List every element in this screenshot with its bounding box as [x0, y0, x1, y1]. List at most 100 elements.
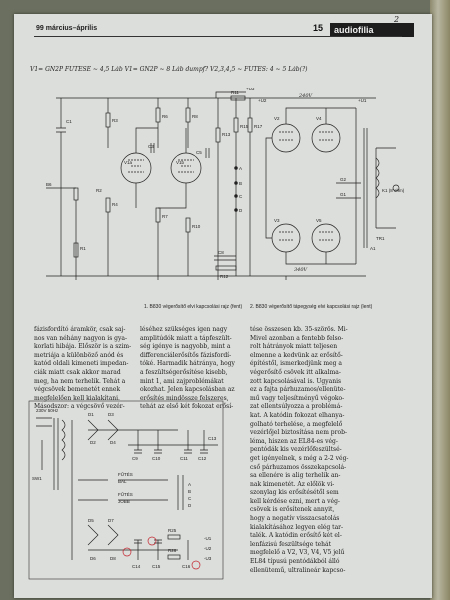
col3-line: zott kapcsolásával is. Ugyanis [250, 377, 342, 385]
col3-line: tése összesen kb. 35-szörös. Mi- [250, 326, 348, 333]
svg-text:C12: C12 [198, 456, 207, 461]
svg-text:SW1: SW1 [32, 476, 42, 481]
svg-text:R12: R12 [220, 274, 229, 279]
col3-line: ellenütemű, ultralineár kapcso- [250, 566, 346, 574]
col3-line: rolt hátrányok miatt teljesen [250, 343, 338, 351]
svg-text:V5: V5 [316, 218, 322, 223]
col3-line: EL84 típusú pentódákból álló [250, 558, 340, 566]
svg-text:B6: B6 [46, 182, 52, 187]
header-issue-date: 99 március–április [36, 25, 98, 32]
caption-2: 2. B830 végerősítő tápegység elvi kapcso… [250, 304, 373, 310]
col3-line: Mivel azonban a fentebb felso- [250, 334, 344, 342]
svg-text:D3: D3 [108, 412, 114, 417]
svg-text:C9: C9 [132, 456, 138, 461]
col3-line: csövek is erősítenek annyit, [250, 506, 335, 514]
col3-line: vezérlőjel biztosítása nem prob- [250, 429, 347, 437]
col2-line: amplitúdók miatt a tápfeszült- [140, 334, 232, 342]
power-supply-schematic: 230V 50Hz SW1 D1 D3 D2 D4 C9 C10 C11 C12… [28, 400, 224, 580]
svg-text:V1b: V1b [176, 160, 185, 165]
svg-text:D: D [239, 208, 243, 213]
text-column-3: tése összesen kb. 35-szörös. Mi- Mivel a… [250, 326, 360, 575]
col2-line: tóké. Harmadik hátránya, hogy [140, 360, 235, 368]
svg-text:R26: R26 [168, 548, 177, 553]
svg-text:-U2: -U2 [204, 546, 212, 551]
col3-line: megfelelő a V2, V3, V4, V5 jelű [250, 549, 345, 557]
svg-text:G2: G2 [340, 177, 347, 182]
svg-text:230V 50Hz: 230V 50Hz [36, 408, 59, 413]
col2-line: léséhez szükséges igen nagy [140, 326, 228, 333]
svg-text:C14: C14 [132, 564, 141, 569]
svg-text:C1: C1 [66, 119, 72, 124]
col1-line: végcsövek bemenetét ennek [34, 386, 121, 394]
col3-line: elmenne a kedvünk az erősítő- [250, 351, 343, 359]
svg-text:C13: C13 [208, 436, 217, 441]
desk-background-edge [430, 0, 450, 600]
svg-text:C: C [188, 496, 192, 501]
col1-line: ciák miatt csak akkor marad [34, 368, 121, 376]
col2-line: erősítés mindössze felszeres, [140, 394, 229, 402]
svg-text:B: B [239, 181, 242, 186]
svg-text:B: B [188, 489, 191, 494]
svg-text:+U2: +U2 [258, 98, 267, 103]
svg-text:G1: G1 [340, 192, 347, 197]
corner-note: 2 [394, 15, 400, 24]
svg-text:V2: V2 [274, 116, 280, 121]
page-number: 15 [313, 23, 324, 33]
svg-text:FŰTÉS: FŰTÉS [118, 471, 133, 477]
col2-line: mint 1, ami zajproblémákat [140, 377, 224, 385]
svg-text:C3: C3 [148, 144, 154, 149]
svg-text:V3: V3 [274, 218, 280, 223]
svg-text:-U1: -U1 [204, 536, 212, 541]
svg-text:TR1: TR1 [376, 236, 385, 241]
svg-text:BAL: BAL [118, 479, 127, 484]
svg-text:R8: R8 [192, 114, 198, 119]
svg-text:R13: R13 [222, 132, 231, 137]
svg-text:R6: R6 [162, 114, 168, 119]
col3-line: lenfázisú feszültsége tehát [250, 540, 332, 548]
svg-text:C15: C15 [152, 564, 161, 569]
svg-text:C11: C11 [180, 456, 188, 461]
magazine-brand: audiofilia [330, 23, 414, 37]
text-column-1: fázisfordító áramkör, csak saj- nos van … [34, 326, 134, 412]
svg-text:R2: R2 [96, 188, 102, 193]
svg-text:C: C [239, 194, 243, 199]
svg-text:R7: R7 [162, 214, 168, 219]
text-column-2: léséhez szükséges igen nagy amplitúdók m… [140, 326, 244, 412]
col1-line: fázisfordító áramkör, csak saj- [34, 326, 126, 333]
col3-line: szonylag kis erősítésétől sem [250, 489, 339, 497]
svg-text:D5: D5 [88, 518, 94, 523]
col3-line: golható terhelése, a megfelelő [250, 420, 343, 428]
col3-line: kell kérdése ezni, mert a vég- [250, 497, 340, 505]
col3-line: léma, hiszen az EL84-es vég- [250, 437, 338, 445]
col3-line: ez a fajta párhuzamos/ellenüte- [250, 386, 346, 394]
col3-line: talék. A katódin erősítő két el- [250, 532, 342, 540]
svg-text:+U3: +U3 [246, 88, 255, 91]
col3-line: kialakításához legyen elég tar- [250, 523, 344, 531]
col3-line: zat ellentsúlyozza a problémá- [250, 403, 343, 411]
svg-text:C8: C8 [218, 250, 224, 255]
svg-text:JOBB: JOBB [118, 499, 130, 504]
svg-text:D1: D1 [88, 412, 94, 417]
svg-text:K1 (8 ohm): K1 (8 ohm) [382, 188, 405, 193]
page-header: 99 március–április 15 audiofilia 2 [14, 14, 432, 40]
col3-line: kat. A katódin fokozat elhanya- [250, 411, 345, 419]
col3-line: pentódák kis vezérlőfeszültsé- [250, 446, 342, 454]
svg-text:R4: R4 [112, 202, 118, 207]
col1-line: nos van néhány nagyon is gya- [34, 334, 128, 342]
col1-line: katód oldali kimeneti impedan- [34, 360, 129, 368]
svg-text:V1a: V1a [124, 160, 133, 165]
col1-line: korlati hibája. Először is a szim- [34, 343, 132, 351]
svg-text:R10: R10 [192, 224, 201, 229]
svg-text:-U3: -U3 [204, 556, 212, 561]
header-rule [34, 36, 402, 37]
svg-text:D7: D7 [108, 518, 114, 523]
col3-line: cső párhuzamos összekapcsolá- [250, 463, 347, 471]
col3-line: nak kimenetét. Az előlök vi- [250, 480, 335, 488]
col1-line: megfelelően kell kialakítani. [34, 394, 120, 402]
svg-text:D6: D6 [90, 556, 96, 561]
svg-text:R15: R15 [240, 124, 249, 129]
svg-text:C5: C5 [196, 150, 202, 155]
col3-line: get igényelnek, s még a 2-2 vég- [250, 454, 349, 462]
handwritten-240v: 240V [299, 93, 313, 99]
col2-line: ség igénye is nagyobb, mint a [140, 343, 231, 351]
